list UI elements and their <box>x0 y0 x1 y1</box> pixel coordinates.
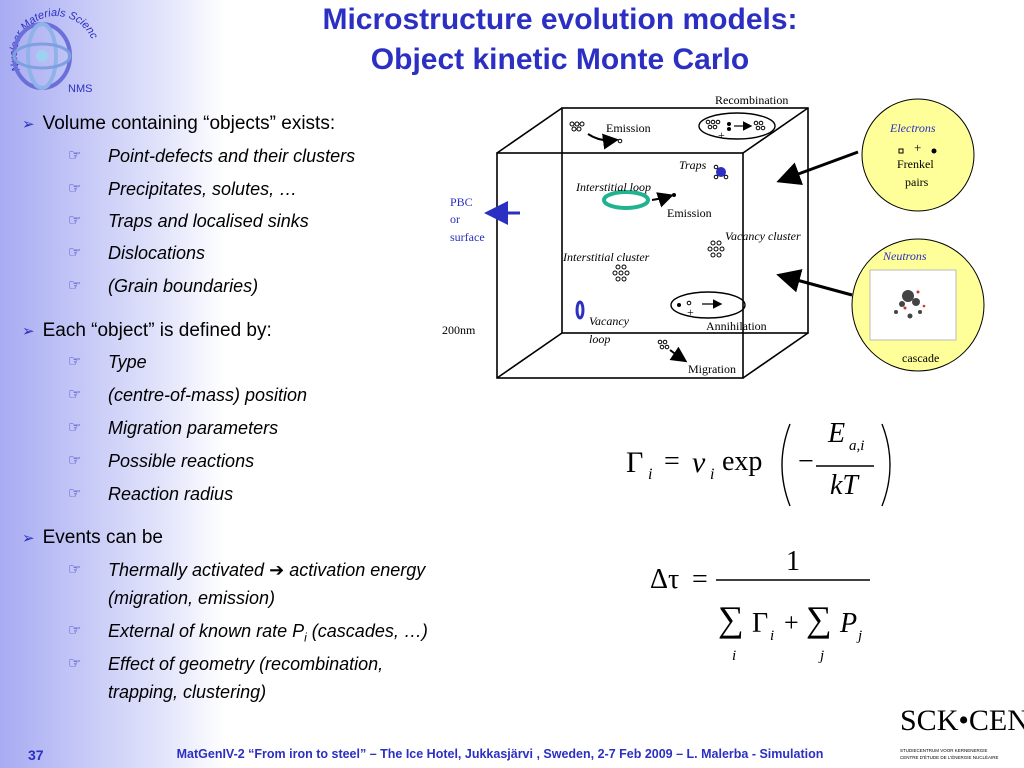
eq1-exp: exp <box>722 446 763 477</box>
label-neutrons: Neutrons <box>883 249 927 263</box>
label-recombination: Recombination <box>715 93 789 107</box>
label-vacancy-loop-2: loop <box>589 332 611 346</box>
label-cascade: cascade <box>902 351 940 365</box>
diagram-graphics <box>484 98 985 379</box>
sck-cen-line2: CENTRE D'ÉTUDE DE L'ÉNERGIE NUCLÉAIRE <box>900 755 999 760</box>
pointing-hand-icon: ☞ <box>68 655 82 672</box>
label-pbc-1: PBC <box>450 195 473 209</box>
eq2-P: P <box>840 608 858 639</box>
pointing-hand-icon: ☞ <box>68 353 82 370</box>
eq2-sum-i-index: i <box>732 648 737 664</box>
eq2-sum-j: ∑ <box>806 599 832 639</box>
label-frenkel-2: pairs <box>905 175 929 189</box>
plus-frenkel: + <box>914 140 922 155</box>
sck-cen-line1: STUDIECENTRUM VOOR KERNENERGIE <box>900 748 988 753</box>
eq1-equals: = <box>664 446 680 477</box>
pointing-hand-icon: ☞ <box>68 452 82 469</box>
eq1-E: E <box>828 418 846 449</box>
label-frenkel-1: Frenkel <box>897 157 934 171</box>
pointing-hand-icon: ☞ <box>68 180 82 197</box>
pointing-hand-icon: ☞ <box>68 386 82 403</box>
pointing-hand-icon: ☞ <box>68 419 82 436</box>
eq2-delta-tau: Δτ <box>650 564 680 595</box>
eq2-sum-i: ∑ <box>718 599 744 639</box>
eq2-sum-j-index: j <box>820 648 825 664</box>
eq1-nu: ν <box>692 446 706 479</box>
label-interstitial-cluster: Interstitial cluster <box>563 250 650 264</box>
arrow-bullet-icon: ➢ <box>22 530 35 547</box>
eq2-fraction-bar <box>716 579 870 581</box>
nms-logo: Nuclear Materials Science NMS <box>0 0 100 95</box>
label-pbc-3: surface <box>450 230 485 244</box>
pointing-hand-icon: ☞ <box>68 485 82 502</box>
eq2-gamma-sub: i <box>770 628 775 644</box>
label-interstitial-loop: Interstitial loop <box>576 180 651 194</box>
pointing-hand-icon: ☞ <box>68 622 82 639</box>
sck-cen-logo: SCK•CEN STUDIECENTRUM VOOR KERNENERGIE C… <box>898 700 1024 766</box>
eq2-P-sub: j <box>858 628 863 644</box>
page-number: 37 <box>28 747 44 763</box>
label-emission-top: Emission <box>606 121 651 135</box>
footer-text: MatGenIV-2 “From iron to steel” – The Ic… <box>176 747 824 761</box>
label-emission-mid: Emission <box>667 206 712 220</box>
eq1-gamma: Γ <box>626 446 644 479</box>
bullet-object: ➢Each “object” is defined by: <box>22 320 272 341</box>
eq1-gamma-sub: i <box>648 466 653 483</box>
eq1-kT: kT <box>830 470 858 501</box>
eq2-gamma: Γ <box>752 608 769 639</box>
label-scale: 200nm <box>442 323 476 337</box>
slide-title-line1: Microstructure evolution models: <box>322 3 798 36</box>
eq1-E-sub: a,i <box>849 438 865 454</box>
eq2-one: 1 <box>786 546 800 577</box>
okmc-box-diagram: Recombination Emission + Traps Interstit… <box>430 90 990 390</box>
arrow-bullet-icon: ➢ <box>22 323 35 340</box>
label-pbc-2: or <box>450 212 460 226</box>
label-traps: Traps <box>679 158 707 172</box>
label-migration: Migration <box>688 362 736 376</box>
plus-recombination: + <box>718 128 725 142</box>
eq2-equals: = <box>692 564 708 595</box>
left-gradient-band <box>0 0 225 768</box>
pointing-hand-icon: ☞ <box>68 244 82 261</box>
slide-title-line2: Object kinetic Monte Carlo <box>370 43 750 76</box>
eq1-nu-sub: i <box>710 466 715 483</box>
label-vacancy-cluster: Vacancy cluster <box>725 229 801 243</box>
label-electrons: Electrons <box>890 121 936 135</box>
bullet-volume: ➢Volume containing “objects” exists: <box>22 113 336 134</box>
sck-cen-name: SCK•CEN <box>900 704 1024 737</box>
pointing-hand-icon: ☞ <box>68 147 82 164</box>
eq2-plus: + <box>784 608 799 637</box>
label-vacancy-loop-1: Vacancy <box>589 314 629 328</box>
eq1-parentheses <box>781 423 891 507</box>
plus-annihilation: + <box>687 305 694 319</box>
logo-abbr: NMS <box>68 83 92 95</box>
pointing-hand-icon: ☞ <box>68 561 82 578</box>
bullet-events: ➢Events can be <box>22 527 163 548</box>
pointing-hand-icon: ☞ <box>68 212 82 229</box>
pointing-hand-icon: ☞ <box>68 277 82 294</box>
right-arrow-icon: ➔ <box>269 560 285 580</box>
label-annihilation: Annihilation <box>706 319 767 333</box>
eq1-minus: − <box>798 446 814 477</box>
arrow-bullet-icon: ➢ <box>22 116 35 133</box>
